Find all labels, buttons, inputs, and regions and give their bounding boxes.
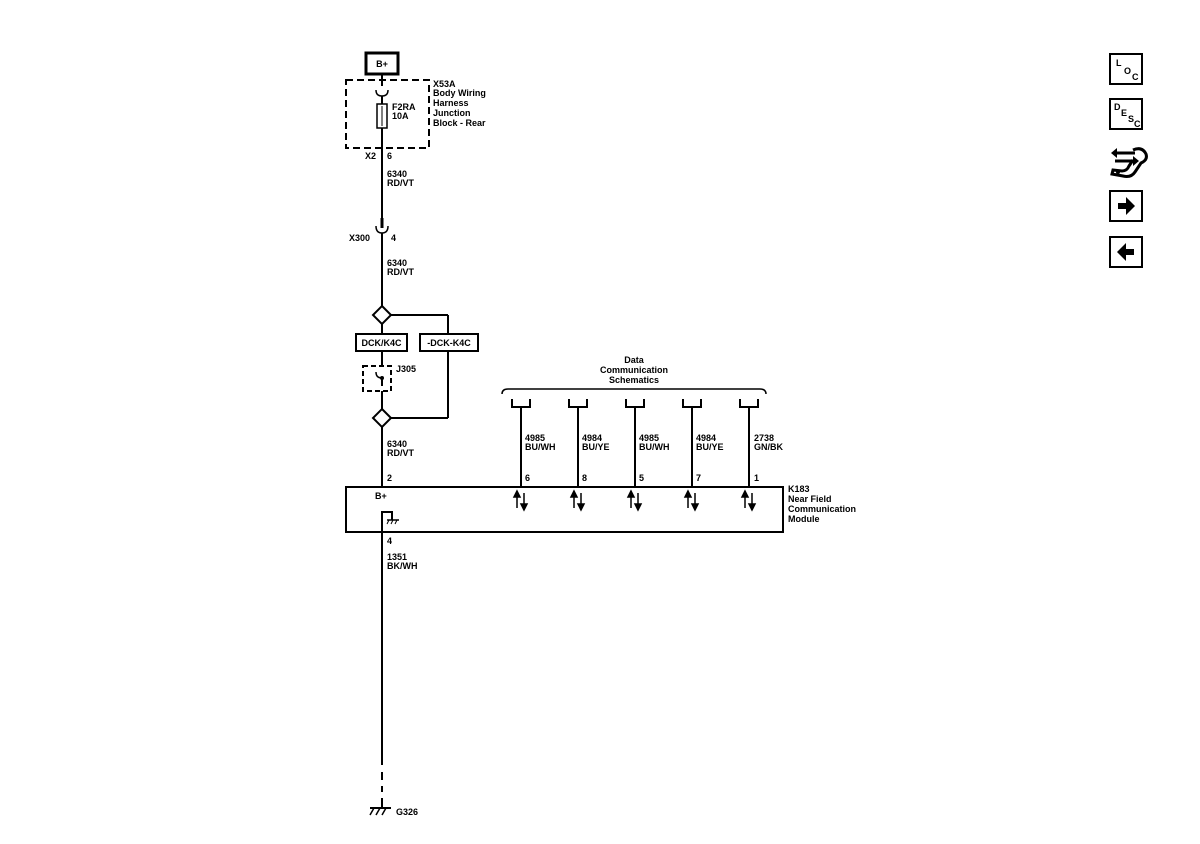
- jumper-ref: J305: [396, 364, 416, 374]
- data-wire-2: 4984 BU/YE 8: [568, 399, 610, 487]
- bidirectional-arrow-icon: [512, 489, 529, 512]
- svg-text:DCK/K4C: DCK/K4C: [361, 338, 402, 348]
- fuse-rating: 10A: [392, 111, 409, 121]
- module-power-pin: 2: [387, 473, 392, 483]
- option-without-label: -DCK-K4C: [419, 333, 479, 352]
- junction-block-name-2: Harness: [433, 98, 469, 108]
- wrench-arrows-icon[interactable]: [1109, 144, 1149, 184]
- module-ground-pin: 4: [387, 536, 392, 546]
- desc-button[interactable]: D E S C: [1109, 98, 1143, 130]
- chassis-ground-icon: G326: [369, 807, 418, 817]
- fuse-f2ra: F2RA 10A: [376, 102, 416, 129]
- data-wire-3-pin: 5: [639, 473, 644, 483]
- data-wire-4-circuit: 4984: [696, 433, 716, 443]
- inline-connector-pin: 4: [391, 233, 396, 243]
- ground-wire-color: BK/WH: [387, 561, 418, 571]
- inline-connector-ref: X300: [349, 233, 370, 243]
- loc-letter-1: L: [1116, 58, 1122, 68]
- prev-button[interactable]: [1109, 236, 1143, 268]
- junction-block-name-4: Block - Rear: [433, 118, 486, 128]
- data-bus-title-2: Communication: [600, 365, 668, 375]
- junction-block-ref: X53A: [433, 79, 456, 89]
- junction-block-name-3: Junction: [433, 108, 471, 118]
- wire-2-circuit: 6340: [387, 258, 407, 268]
- fuse-ref: F2RA: [392, 102, 416, 112]
- jumper-j305: J305: [362, 364, 416, 392]
- module-k183: K183 Near Field Communication Module B+: [345, 484, 856, 533]
- module-name-2: Communication: [788, 504, 856, 514]
- module-ref: K183: [788, 484, 810, 494]
- arrow-right-icon: [1118, 197, 1135, 215]
- junction-block-name-1: Body Wiring: [433, 88, 486, 98]
- ground-ref: G326: [396, 807, 418, 817]
- junction-connector-symbol: [375, 89, 389, 97]
- bidirectional-arrow-icon: [569, 489, 586, 512]
- wire-1-circuit: 6340: [387, 169, 407, 179]
- desc-letter-4: C: [1134, 119, 1141, 129]
- inline-connector-x300: X300 4: [349, 218, 396, 243]
- data-wire-4-pin: 7: [696, 473, 701, 483]
- wire-3-color: RD/VT: [387, 448, 415, 458]
- internal-ground-icon: [381, 511, 399, 532]
- bidirectional-arrow-icon: [740, 489, 757, 512]
- data-wire-1-color: BU/WH: [525, 442, 556, 452]
- data-wire-1-circuit: 4985: [525, 433, 545, 443]
- data-wire-2-pin: 8: [582, 473, 587, 483]
- desc-letter-3: S: [1128, 114, 1135, 124]
- data-wire-1: 4985 BU/WH 6: [511, 399, 556, 487]
- data-wire-3-circuit: 4985: [639, 433, 659, 443]
- svg-text:-DCK-K4C: -DCK-K4C: [427, 338, 471, 348]
- junction-connector-pin: 6: [387, 151, 392, 161]
- option-split-top: [371, 304, 393, 326]
- data-wire-5-circuit: 2738: [754, 433, 774, 443]
- ground-wire-circuit: 1351: [387, 552, 407, 562]
- data-wire-2-circuit: 4984: [582, 433, 602, 443]
- arrow-left-icon: [1117, 243, 1134, 261]
- bidirectional-arrow-icon: [683, 489, 700, 512]
- data-wire-4-color: BU/YE: [696, 442, 724, 452]
- desc-letter-1: D: [1114, 102, 1121, 112]
- junction-connector-ref: X2: [365, 151, 376, 161]
- next-button[interactable]: [1109, 190, 1143, 222]
- desc-letter-2: E: [1121, 108, 1128, 118]
- power-source-label: B+: [376, 59, 388, 69]
- junction-block-x53a: X53A Body Wiring Harness Junction Block …: [345, 79, 486, 149]
- bidirectional-arrow-icon: [626, 489, 643, 512]
- data-wire-5-color: GN/BK: [754, 442, 784, 452]
- data-bus-title-1: Data: [624, 355, 645, 365]
- module-name-1: Near Field: [788, 494, 832, 504]
- wire-2-color: RD/VT: [387, 267, 415, 277]
- data-bus-title-3: Schematics: [609, 375, 659, 385]
- data-wire-3-color: BU/WH: [639, 442, 670, 452]
- loc-button[interactable]: L O C: [1109, 53, 1143, 85]
- data-wire-3: 4985 BU/WH 5: [625, 399, 670, 487]
- data-wire-5: 2738 GN/BK 1: [739, 399, 784, 487]
- data-wire-4: 4984 BU/YE 7: [682, 399, 724, 487]
- data-bus-label: Data Communication Schematics: [501, 355, 767, 395]
- data-wire-1-pin: 6: [525, 473, 530, 483]
- wire-3-circuit: 6340: [387, 439, 407, 449]
- module-name-3: Module: [788, 514, 820, 524]
- option-with-label: DCK/K4C: [355, 333, 408, 352]
- power-source: B+: [364, 51, 400, 76]
- data-wire-2-color: BU/YE: [582, 442, 610, 452]
- loc-letter-3: C: [1132, 72, 1139, 82]
- option-split-bottom: [371, 407, 393, 429]
- wire-1-color: RD/VT: [387, 178, 415, 188]
- module-power-label: B+: [375, 491, 387, 501]
- data-wire-5-pin: 1: [754, 473, 759, 483]
- loc-letter-2: O: [1124, 66, 1132, 76]
- data-arrows: [512, 489, 757, 512]
